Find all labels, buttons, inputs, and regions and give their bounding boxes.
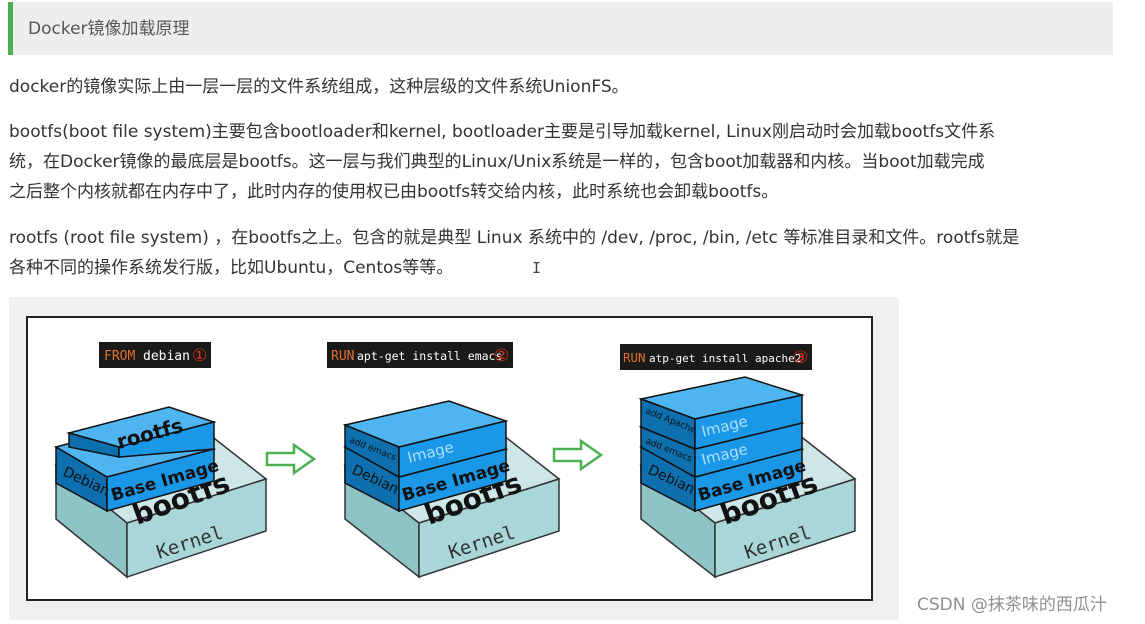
arrow-right-icon xyxy=(265,442,317,476)
csdn-watermark: CSDN @抹茶味的西瓜汁 xyxy=(917,595,1107,615)
text-cursor-icon: I xyxy=(532,259,542,277)
paragraph-text: docker的镜像实际上由一层一层的文件系统组成，这种层级的文件系统UnionF… xyxy=(9,77,629,97)
section-title: Docker镜像加载原理 xyxy=(28,19,190,39)
cmd-args: atp-get install apache2 xyxy=(649,352,801,365)
cmd-number: ② xyxy=(494,346,509,366)
section-header: Docker镜像加载原理 xyxy=(8,2,1113,55)
cmd-label-1: FROM debian ① xyxy=(99,342,211,368)
paragraph-line: 各种不同的操作系统发行版，比如Ubuntu，Centos等等。 xyxy=(9,258,454,278)
cmd-keyword: RUN xyxy=(331,349,354,364)
cmd-args: apt-get install emacs xyxy=(357,349,502,363)
cmd-label-3: RUN atp-get install apache2 ③ xyxy=(620,344,812,370)
layer-stack-3: Kernel bootfs Debian Base Image add emac… xyxy=(638,376,857,579)
paragraph-unionfs: docker的镜像实际上由一层一层的文件系统组成，这种层级的文件系统UnionF… xyxy=(9,72,1114,102)
paragraph-bootfs: bootfs(boot file system)主要包含bootloader和k… xyxy=(9,117,1114,207)
paragraph-line: rootfs (root file system) ，在bootfs之上。包含的… xyxy=(9,228,1020,248)
paragraph-rootfs: rootfs (root file system) ，在bootfs之上。包含的… xyxy=(9,223,1114,283)
arrow-right-icon xyxy=(552,438,604,472)
cmd-number: ① xyxy=(192,346,207,366)
docker-layers-diagram: FROM debian ① RUN apt-get install emacs … xyxy=(26,316,873,601)
cmd-keyword: RUN xyxy=(623,350,646,365)
paragraph-line: bootfs(boot file system)主要包含bootloader和k… xyxy=(9,122,996,142)
cmd-keyword: FROM xyxy=(104,349,135,364)
cmd-number: ③ xyxy=(793,348,808,368)
paragraph-line: 统，在Docker镜像的最底层是bootfs。这一层与我们典型的Linux/Un… xyxy=(9,152,985,172)
docker-layers-figure: FROM debian ① RUN apt-get install emacs … xyxy=(9,297,899,620)
layer-stack-2: Kernel bootfs Debian Base Image add emac… xyxy=(342,400,561,579)
layer-stack-1: Kernel bootfs Debian Base Image rootfs xyxy=(54,406,268,579)
paragraph-line: 之后整个内核就都在内存中了，此时内存的使用权已由bootfs转交给内核，此时系统… xyxy=(9,182,779,202)
cmd-label-2: RUN apt-get install emacs ② xyxy=(327,342,513,368)
cmd-args: debian xyxy=(143,349,190,364)
